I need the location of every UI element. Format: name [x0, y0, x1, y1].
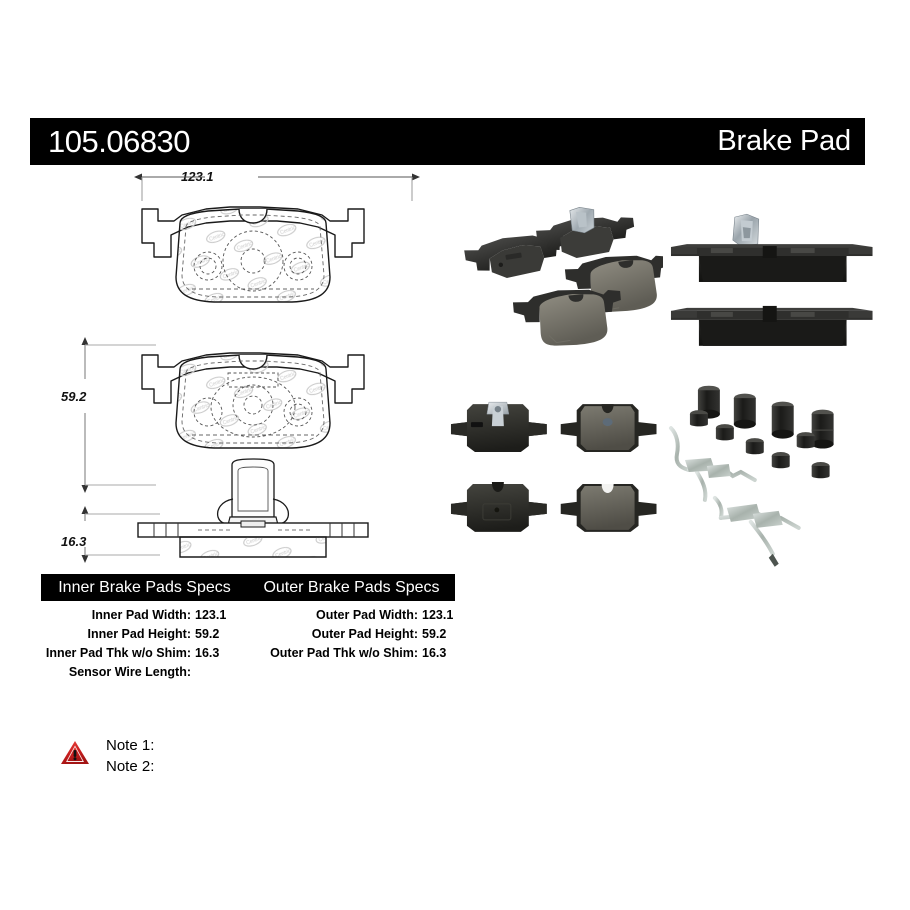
- spec-label: Inner Pad Thk w/o Shim:: [45, 646, 191, 660]
- spec-row: Inner Pad Width: 123.1: [20, 606, 247, 625]
- spec-label: Inner Pad Width:: [91, 608, 191, 622]
- notes-section: Note 1: Note 2:: [58, 735, 154, 777]
- outer-specs-title: Outer Brake Pads Specs: [263, 578, 440, 596]
- note-line-1: Note 1:: [106, 737, 155, 754]
- note-line-2: Note 2:: [106, 758, 155, 775]
- spec-row: Inner Pad Thk w/o Shim: 16.3: [20, 644, 247, 663]
- specs-table-body: Inner Pad Width: 123.1 Inner Pad Height:…: [20, 606, 475, 682]
- dimension-height-label: 59.2: [58, 389, 90, 404]
- spec-label: Outer Pad Height:: [311, 627, 418, 641]
- inner-specs-column: Inner Pad Width: 123.1 Inner Pad Height:…: [20, 606, 247, 682]
- spec-value: 16.3: [422, 646, 447, 660]
- specs-table-header: Inner Brake Pads Specs Outer Brake Pads …: [41, 574, 455, 601]
- dimension-thickness-label: 16.3: [58, 534, 90, 549]
- technical-drawing-panel: 123.1 59.2 16.3 Centric Centric: [30, 165, 450, 565]
- spec-label: Outer Pad Width:: [316, 608, 418, 622]
- spec-row: Outer Pad Width: 123.1: [247, 606, 474, 625]
- product-header-bar: 105.06830 Brake Pad: [30, 118, 865, 165]
- pad-front-back-grid-photo: [445, 372, 663, 572]
- pad-engineering-drawing: Centric Centric: [81, 173, 420, 563]
- hardware-kit-photo: [663, 372, 881, 572]
- pad-face-view-bottom: [141, 352, 365, 449]
- notes-text-block: Note 1: Note 2:: [106, 735, 154, 777]
- product-photo-grid: [445, 172, 880, 572]
- spec-value: 16.3: [195, 646, 220, 660]
- inner-specs-title: Inner Brake Pads Specs: [58, 578, 231, 596]
- spec-row: Inner Pad Height: 59.2: [20, 625, 247, 644]
- product-type-label: Brake Pad: [717, 125, 851, 157]
- pad-edge-profile-view: [137, 458, 369, 558]
- spec-value: 59.2: [195, 627, 220, 641]
- thickness-dimension-line: [81, 506, 160, 563]
- spec-row: Sensor Wire Length:: [20, 663, 247, 682]
- spec-value: 59.2: [422, 627, 447, 641]
- outer-specs-column: Outer Pad Width: 123.1 Outer Pad Height:…: [247, 606, 474, 682]
- spec-value: 123.1: [422, 608, 454, 622]
- warning-triangle-icon: [59, 739, 91, 765]
- height-dimension-line: [81, 337, 156, 493]
- pad-face-view-top: [141, 206, 365, 303]
- spec-label: Outer Pad Thk w/o Shim:: [270, 646, 418, 660]
- spec-row: Outer Pad Thk w/o Shim: 16.3: [247, 644, 474, 663]
- spec-row: Outer Pad Height: 59.2: [247, 625, 474, 644]
- angled-pad-set-photo: [445, 172, 663, 372]
- spec-label: Sensor Wire Length:: [68, 665, 191, 679]
- width-dimension-line: [134, 173, 420, 201]
- part-number: 105.06830: [48, 124, 191, 159]
- pad-edge-with-clip-photo: [663, 172, 881, 372]
- spec-value: 123.1: [195, 608, 227, 622]
- spec-label: Inner Pad Height:: [87, 627, 191, 641]
